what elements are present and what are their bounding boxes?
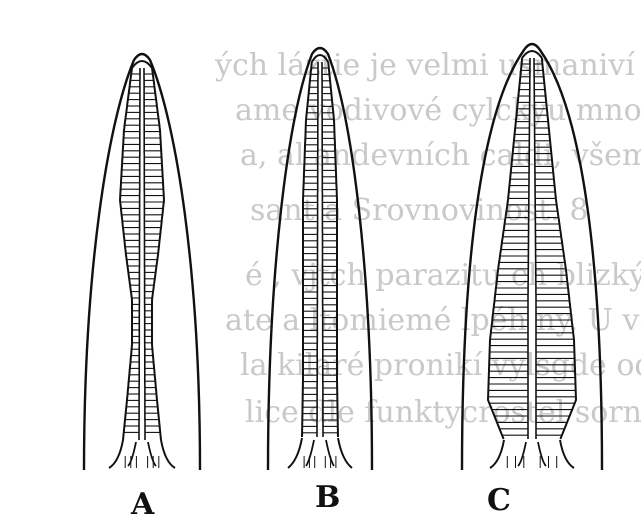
- central-duct-base: [518, 442, 546, 466]
- tube-apex: [132, 61, 152, 68]
- left-basal-flange: [490, 440, 504, 468]
- body-wall-outline: [462, 44, 602, 470]
- central-duct-base: [128, 442, 156, 466]
- panel-label-b: B: [315, 480, 340, 515]
- left-tube-outer-edge: [302, 62, 312, 437]
- left-tube-inner-edge: [139, 68, 140, 440]
- left-basal-flange: [288, 438, 302, 468]
- panel-label-c: C: [487, 483, 511, 518]
- body-wall-outline: [268, 48, 372, 470]
- right-tube-inner-edge: [144, 68, 145, 440]
- right-basal-flange: [161, 440, 175, 468]
- left-tube-inner-edge: [317, 62, 318, 437]
- right-basal-flange: [560, 440, 574, 468]
- left-basal-flange: [109, 440, 123, 468]
- right-tube-outer-edge: [328, 62, 338, 437]
- tube-apex: [312, 55, 328, 62]
- right-basal-flange: [338, 438, 352, 468]
- right-tube-inner-edge: [322, 62, 323, 437]
- body-wall-outline: [84, 54, 200, 470]
- panel-label-a: A: [131, 487, 154, 522]
- panel-a-drawing: [84, 54, 200, 470]
- panel-b-drawing: [268, 48, 372, 470]
- panel-c-drawing: [462, 44, 602, 470]
- right-tube-outer-edge: [152, 68, 164, 440]
- tube-apex: [522, 51, 542, 58]
- central-duct-base: [306, 440, 334, 466]
- left-tube-outer-edge: [120, 68, 132, 440]
